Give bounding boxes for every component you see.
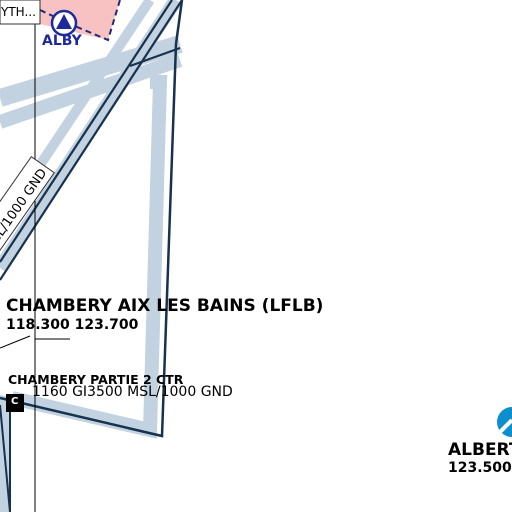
edge-airport-name: ALBERT xyxy=(448,440,512,460)
airspace-band-diagonal-2 xyxy=(35,0,155,168)
navaid-ident: ALBY xyxy=(42,33,82,49)
ctr-class-box xyxy=(6,394,24,412)
airspace-edge-diagonal-1 xyxy=(0,0,173,263)
vor-triangle-icon xyxy=(50,9,78,37)
ctr-boundary-lower xyxy=(0,404,11,512)
ctr-boundary xyxy=(0,0,184,438)
airspace-band-upper xyxy=(0,35,183,107)
airport-icon xyxy=(494,407,512,438)
ctr-limits: 1160 GI3500 MSL/1000 GND xyxy=(32,384,233,400)
edge-airport-frequency: 123.500 xyxy=(448,460,512,476)
top-label: YTH... xyxy=(1,5,36,19)
restricted-zone-top xyxy=(40,0,120,40)
label-box-top xyxy=(0,0,41,25)
airspace-edge-diagonal-2 xyxy=(0,0,183,281)
ctr-class: C xyxy=(11,396,19,407)
airport-frequencies: 118.300 123.700 xyxy=(6,317,139,333)
airspace-edge-horizontal xyxy=(129,47,181,67)
sector-label-box xyxy=(0,155,55,272)
airspace-band-diagonal xyxy=(0,0,182,272)
leader-line xyxy=(0,335,31,349)
ctr-name: CHAMBERY PARTIE 2 CTR xyxy=(8,372,184,387)
restricted-dashed-border xyxy=(39,0,121,42)
ctr-band-outline xyxy=(10,75,168,439)
airport-name: CHAMBERY AIX LES BAINS (LFLB) xyxy=(6,296,324,316)
